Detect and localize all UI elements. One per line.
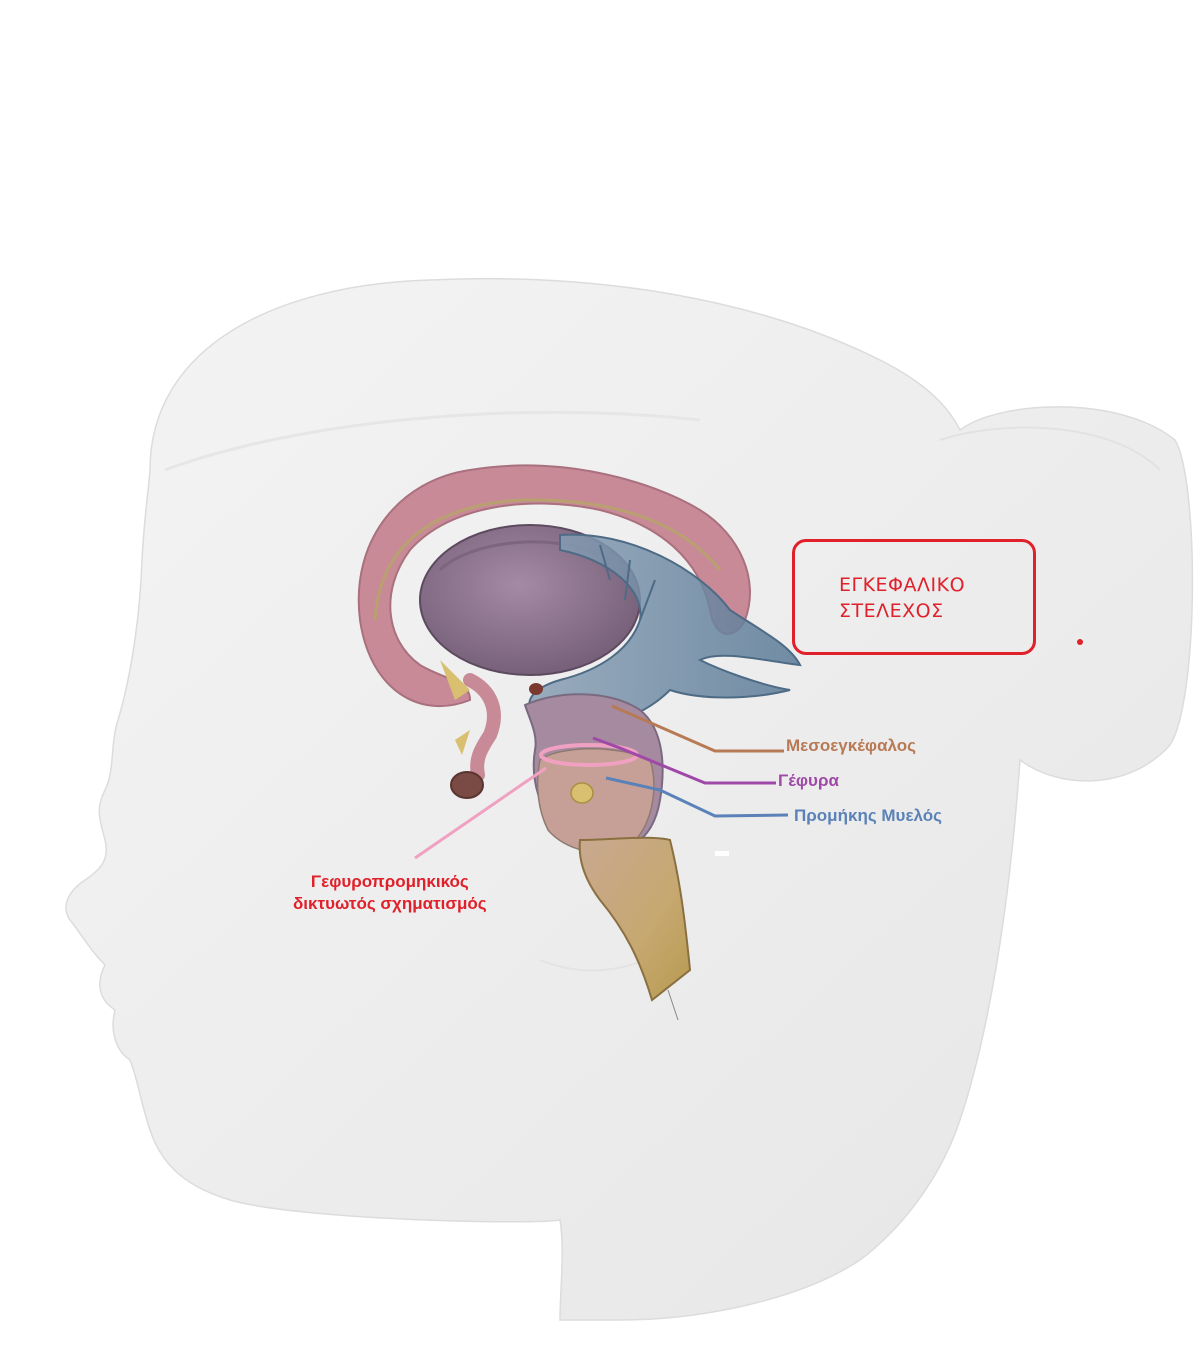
label-reticular-formation: Γεφυροπρομηκικός δικτυωτός σχηματισμός [293, 871, 487, 915]
spinal-cord [578, 836, 692, 1021]
small-mark [715, 851, 729, 856]
brainstem [523, 693, 664, 853]
label-reticular-line-2: δικτυωτός σχηματισμός [293, 894, 487, 913]
label-reticular-line-1: Γεφυροπρομηκικός [310, 872, 469, 891]
title-box: ΕΓΚΕΦΑΛΙΚΟ ΣΤΕΛΕΧΟΣ [792, 539, 1036, 655]
label-pons: Γέφυρα [778, 771, 839, 790]
red-dot [1077, 639, 1083, 645]
title-line-1: ΕΓΚΕΦΑΛΙΚΟ [839, 574, 966, 596]
midbrain-leader-line [611, 704, 784, 753]
label-midbrain: Μεσοεγκέφαλος [786, 736, 916, 755]
medulla-leader-line [605, 776, 789, 818]
reticular-leader-line [414, 766, 547, 860]
pituitary [440, 660, 543, 799]
label-medulla: Προμήκης Μυελός [794, 806, 942, 825]
pons-leader-line [592, 736, 776, 785]
title-line-2: ΣΤΕΛΕΧΟΣ [839, 600, 944, 622]
title-text: ΕΓΚΕΦΑΛΙΚΟ ΣΤΕΛΕΧΟΣ [839, 572, 965, 624]
ventricle-system [528, 533, 802, 727]
